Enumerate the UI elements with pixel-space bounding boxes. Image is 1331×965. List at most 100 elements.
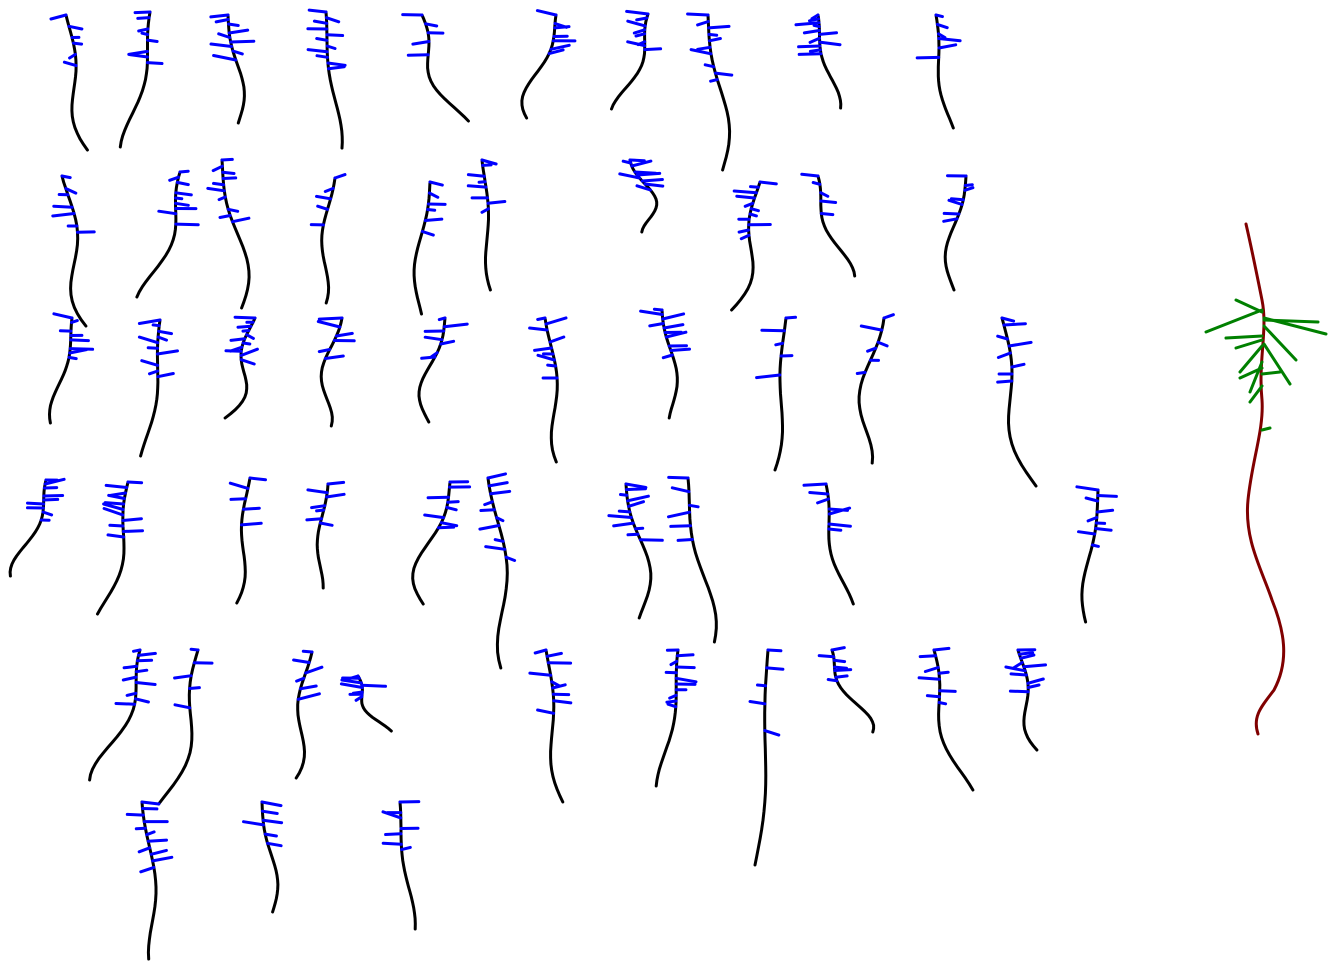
root-sketch [1077, 487, 1117, 622]
lateral-root [1010, 691, 1028, 692]
primary-root [612, 14, 649, 109]
root-sketch [620, 160, 663, 232]
root-sketch [51, 15, 87, 150]
lateral-root [425, 219, 442, 220]
lateral-root [939, 703, 946, 704]
lateral-root [939, 39, 960, 41]
lateral-root [1006, 667, 1025, 671]
lateral-root [688, 14, 708, 15]
lateral-root [139, 29, 148, 31]
lateral-root [226, 351, 241, 352]
primary-root [859, 318, 884, 463]
lateral-root [828, 680, 837, 681]
lateral-root [73, 43, 81, 44]
lateral-root [480, 526, 499, 530]
lateral-root [326, 18, 338, 22]
primary-root [413, 482, 450, 604]
root-sketch [669, 477, 717, 642]
root-sketch [311, 175, 345, 303]
root-sketch [998, 318, 1036, 486]
lateral-root [341, 684, 362, 688]
lateral-root [530, 673, 551, 675]
root-sketch [403, 15, 469, 121]
lateral-root [43, 512, 52, 515]
lateral-root [265, 834, 276, 836]
lateral-root [335, 175, 345, 178]
lateral-root [142, 802, 159, 804]
lateral-root [663, 355, 672, 358]
lateral-root [920, 656, 935, 657]
lateral-root [147, 63, 162, 64]
primary-root [656, 650, 678, 786]
primary-root [400, 802, 415, 929]
lateral-root [642, 180, 662, 182]
lateral-root [834, 660, 845, 661]
lateral-root [439, 527, 454, 528]
primary-root [826, 484, 853, 604]
lateral-root [208, 188, 225, 190]
primary-root [546, 650, 563, 802]
lateral-root [317, 56, 328, 58]
root-sketch [137, 171, 198, 297]
lateral-root [216, 20, 228, 22]
lateral-root [159, 331, 172, 333]
lateral-root [327, 35, 343, 36]
root-sketch [656, 650, 696, 786]
lateral-root [776, 343, 783, 345]
lateral-root [810, 493, 828, 495]
lateral-root [441, 523, 456, 526]
lateral-root [538, 318, 545, 320]
primary-root [488, 478, 507, 668]
lateral-root [538, 710, 554, 713]
lateral-root [548, 365, 556, 366]
lateral-root [175, 676, 192, 678]
root-gallery [10, 10, 1116, 959]
lateral-root [671, 526, 691, 527]
lateral-root [176, 203, 189, 205]
lateral-root [1028, 679, 1043, 683]
lateral-root [176, 224, 198, 225]
lateral-root [220, 216, 230, 218]
lateral-root [551, 45, 569, 49]
lateral-root [663, 314, 684, 319]
lateral-root [136, 670, 147, 672]
primary-root [1246, 224, 1284, 734]
lateral-root [709, 26, 729, 28]
lateral-root [1028, 685, 1039, 688]
lateral-root [1262, 428, 1270, 430]
lateral-root [136, 699, 149, 702]
lateral-root [535, 650, 546, 653]
lateral-root [645, 184, 663, 186]
lateral-root [1262, 372, 1280, 374]
root-sketch [53, 176, 94, 326]
lateral-root [1206, 310, 1262, 332]
lateral-root [709, 39, 720, 41]
root-sketch [413, 482, 470, 604]
lateral-root [147, 832, 154, 835]
lateral-root [231, 339, 245, 341]
lateral-root [691, 50, 711, 54]
lateral-root [765, 731, 779, 736]
lateral-root [698, 22, 709, 25]
lateral-root [141, 867, 154, 871]
primary-root [419, 318, 445, 422]
lateral-root [142, 33, 148, 34]
lateral-root [228, 209, 238, 211]
root-sketch [98, 482, 143, 614]
lateral-root [767, 668, 783, 669]
lateral-root [965, 185, 972, 186]
lateral-root [667, 701, 676, 702]
lateral-root [222, 159, 232, 160]
lateral-root [235, 317, 255, 318]
lateral-root [151, 850, 166, 854]
root-sketch [612, 11, 661, 109]
lateral-root [553, 685, 566, 688]
lateral-root [689, 505, 698, 507]
lateral-root [936, 15, 942, 17]
lateral-root [637, 18, 647, 20]
highlighted-root [1206, 224, 1326, 734]
lateral-root [468, 175, 484, 177]
lateral-root [554, 701, 571, 703]
lateral-root [750, 214, 756, 216]
root-sketch [757, 317, 796, 470]
